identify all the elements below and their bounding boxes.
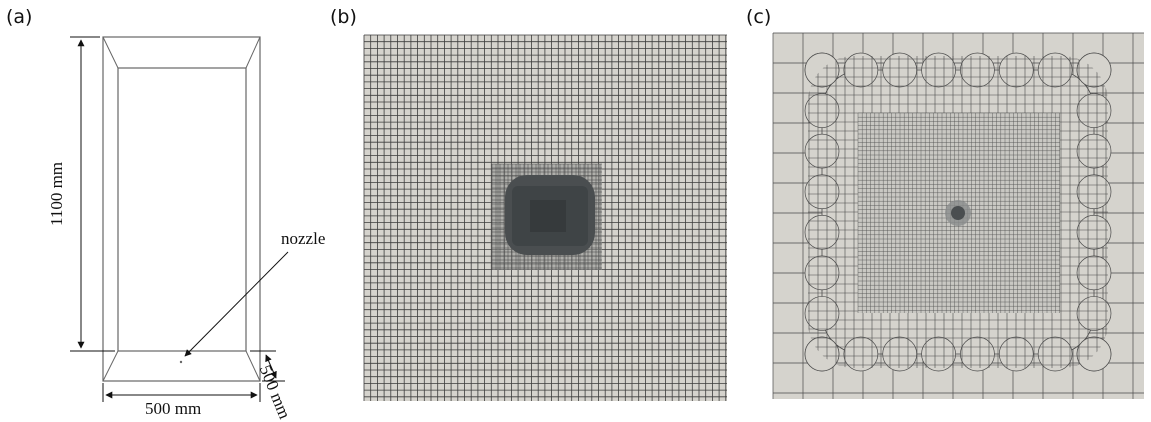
panel-label-b: (b) xyxy=(330,6,357,28)
outer-box xyxy=(102,36,261,382)
nozzle-marker xyxy=(179,360,183,364)
panel-label-c: (c) xyxy=(746,6,772,28)
domain-schematic xyxy=(70,36,289,402)
corner-edge xyxy=(245,36,261,69)
refined-core-center xyxy=(530,200,566,232)
width-dimension-label: 500 mm xyxy=(145,399,202,418)
panel-label-a: (a) xyxy=(6,6,33,28)
nozzle-pointer xyxy=(184,251,289,357)
corner-edge xyxy=(102,350,119,382)
depth-dimension-arrow xyxy=(265,354,277,379)
nozzle-label: nozzle xyxy=(281,229,326,248)
inner-box xyxy=(117,67,247,352)
corner-edge xyxy=(102,36,119,69)
corner-edge xyxy=(245,350,261,382)
nozzle-core xyxy=(951,206,965,220)
